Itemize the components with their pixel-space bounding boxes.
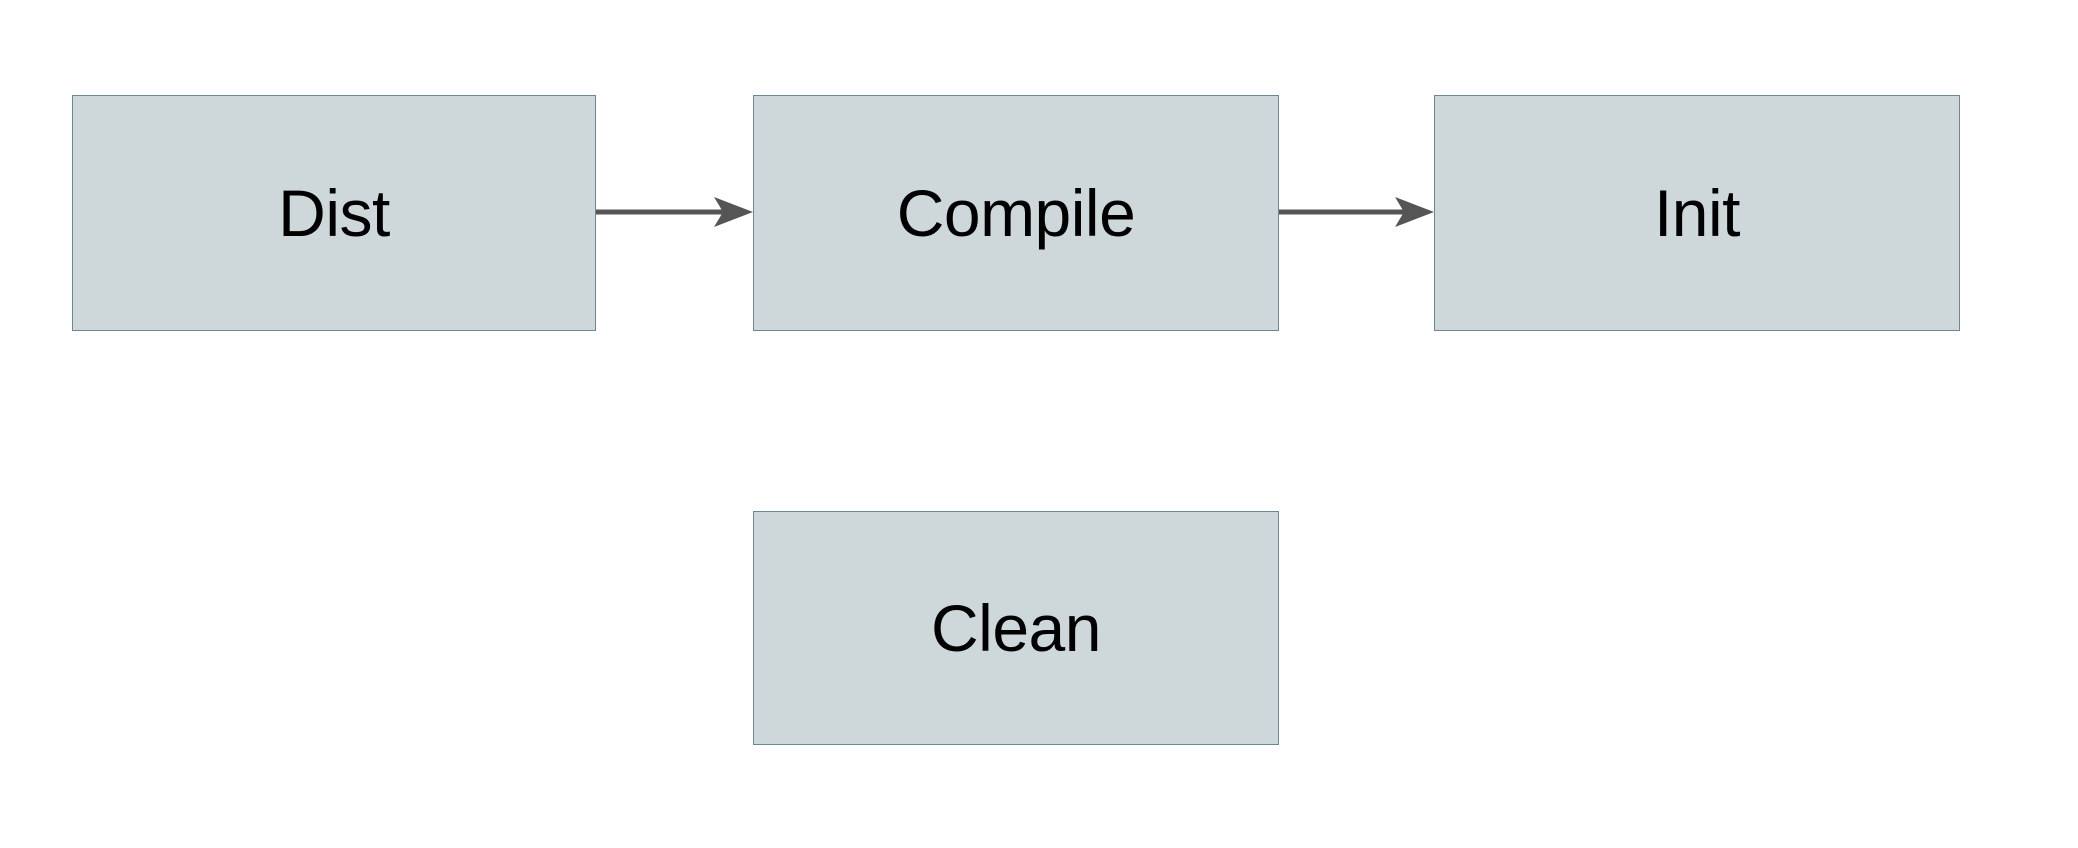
node-label-init: Init: [1653, 176, 1741, 250]
node-init[interactable]: Init: [1434, 95, 1960, 331]
node-clean[interactable]: Clean: [753, 511, 1279, 745]
edge-dist-to-compile: [596, 197, 753, 227]
node-label-compile: Compile: [896, 176, 1136, 250]
node-label-clean: Clean: [931, 591, 1101, 665]
arrowhead-icon: [1395, 197, 1434, 227]
arrowhead-icon: [714, 197, 753, 227]
node-dist[interactable]: Dist: [72, 95, 596, 331]
node-compile[interactable]: Compile: [753, 95, 1279, 331]
node-label-dist: Dist: [278, 176, 390, 250]
edge-compile-to-init: [1279, 197, 1434, 227]
